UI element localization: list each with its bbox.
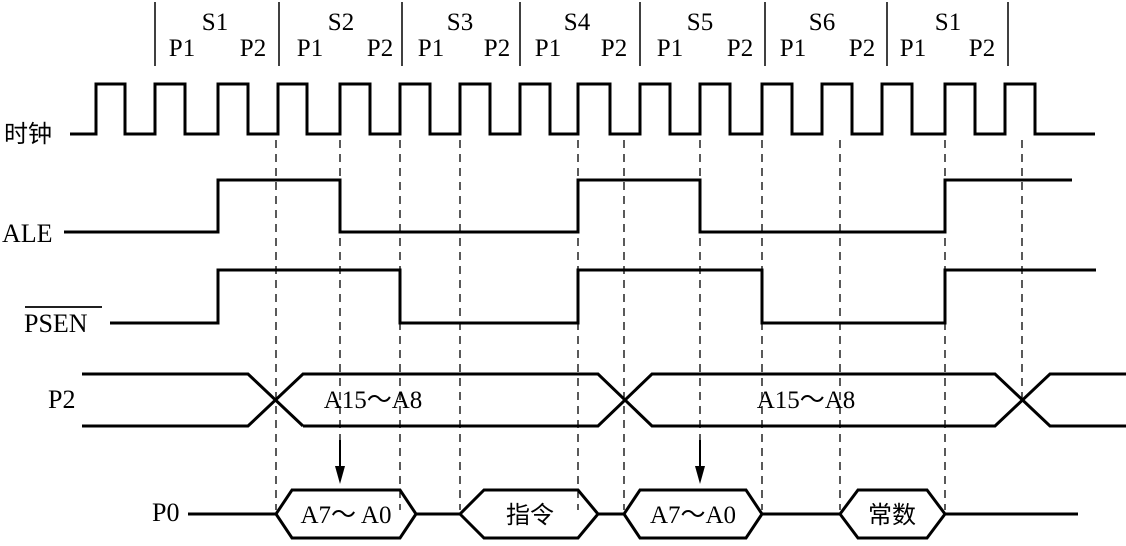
state-label: S1 (202, 9, 228, 36)
p0-bus-value: 指令 (506, 501, 554, 529)
ale-waveform (64, 178, 1072, 234)
state-label: S1 (935, 9, 961, 36)
psen-waveform (110, 268, 1096, 325)
state-header: S1 P1 P2 S2 P1 P2 S3 P1 P2 S4 P1 P2 S5 P… (154, 2, 1009, 66)
clock-label: 时钟 (4, 120, 52, 148)
phase-label: P2 (601, 35, 627, 62)
p2-bus: A15～A8 A15～A8 (82, 372, 1126, 428)
phase-label: P2 (367, 35, 393, 62)
phase-label: P1 (418, 35, 444, 62)
arrow-head (695, 466, 705, 484)
state-label: S4 (564, 9, 591, 36)
phase-label: P2 (969, 35, 995, 62)
phase-label: P1 (900, 35, 926, 62)
state-label: S6 (809, 9, 835, 36)
state-label: S5 (687, 9, 713, 36)
p0-bus-value: A7～ A0 (301, 502, 392, 529)
p0-bus-value: 常数 (868, 501, 916, 529)
psen-label: PSEN (24, 309, 88, 338)
psen-signal-label: PSEN (24, 306, 102, 338)
phase-label: P2 (727, 35, 753, 62)
phase-label: P2 (484, 35, 510, 62)
phase-label: P2 (849, 35, 875, 62)
arrow-head (335, 466, 345, 484)
latch-arrows (335, 440, 705, 484)
p0-bus: A7～ A0 指令 A7～A0 常数 (188, 488, 1078, 540)
phase-label: P1 (780, 35, 806, 62)
clock-waveform (70, 82, 1095, 136)
phase-label: P2 (240, 35, 266, 62)
p0-bus-lines (188, 488, 1078, 540)
ale-label: ALE (2, 219, 53, 248)
p2-label: P2 (48, 385, 75, 414)
p0-bus-value: A7～A0 (650, 502, 736, 529)
state-label: S2 (328, 9, 354, 36)
state-label: S3 (447, 9, 473, 36)
phase-label: P1 (657, 35, 683, 62)
p0-label: P0 (152, 498, 179, 527)
p2-bus-lines (82, 372, 1126, 428)
phase-label: P1 (535, 35, 561, 62)
p2-bus-value: A15～A8 (757, 387, 856, 414)
phase-label: P1 (297, 35, 323, 62)
timing-guides (275, 140, 1023, 510)
p2-bus-value: A15～A8 (324, 387, 423, 414)
phase-label: P1 (169, 35, 195, 62)
